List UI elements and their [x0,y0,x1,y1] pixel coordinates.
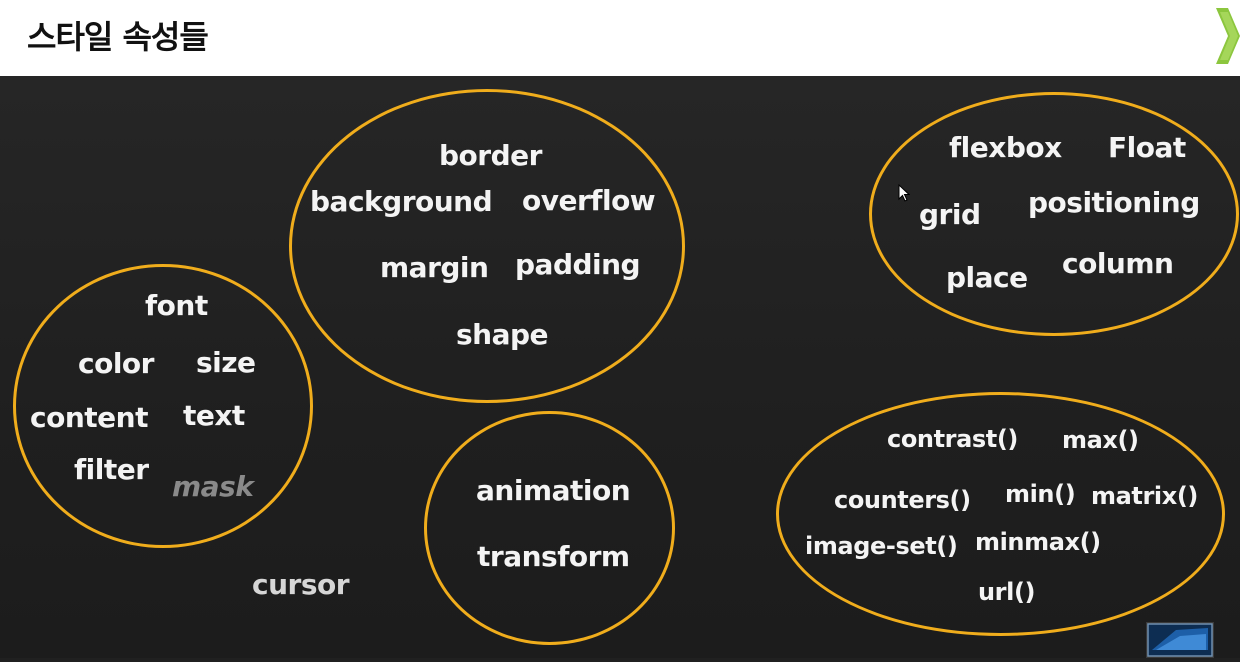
motion-properties-ellipse [424,411,675,645]
slide-title: 스타일 속성들 [27,18,209,56]
property-place: place [946,261,1028,294]
property-color: color [78,347,154,380]
property-flexbox: flexbox [949,131,1062,164]
property-size: size [196,346,256,379]
function-minmax: minmax() [975,528,1101,556]
property-transform: transform [477,540,630,573]
box-properties-ellipse [289,89,685,403]
chevron-right-icon[interactable] [1216,8,1240,68]
property-animation: animation [476,474,631,507]
property-grid: grid [919,198,981,231]
property-margin: margin [380,251,489,284]
function-contrast: contrast() [887,425,1019,453]
layout-properties-ellipse [869,92,1239,336]
property-shape: shape [456,318,549,351]
mouse-pointer-icon [898,183,911,206]
function-matrix: matrix() [1091,482,1198,510]
slide-thumbnail-icon[interactable] [1146,622,1214,662]
property-text: text [183,399,245,432]
property-column: column [1062,247,1174,280]
property-filter: filter [74,453,149,486]
function-url: url() [978,578,1036,606]
property-content: content [30,401,148,434]
property-border: border [439,139,542,172]
property-cursor: cursor [252,568,350,601]
function-max: max() [1062,426,1139,454]
function-counters: counters() [834,486,971,514]
property-mask: mask [172,470,254,503]
function-image-set: image-set() [805,532,958,560]
functions-ellipse [776,392,1225,636]
property-padding: padding [515,248,641,281]
property-overflow: overflow [522,184,656,217]
slide-header: 스타일 속성들 [0,0,1240,76]
property-positioning: positioning [1028,186,1200,219]
text-properties-ellipse [13,264,313,548]
property-background: background [310,185,493,218]
property-font: font [145,289,208,322]
function-min: min() [1005,480,1076,508]
property-float: Float [1108,131,1186,164]
